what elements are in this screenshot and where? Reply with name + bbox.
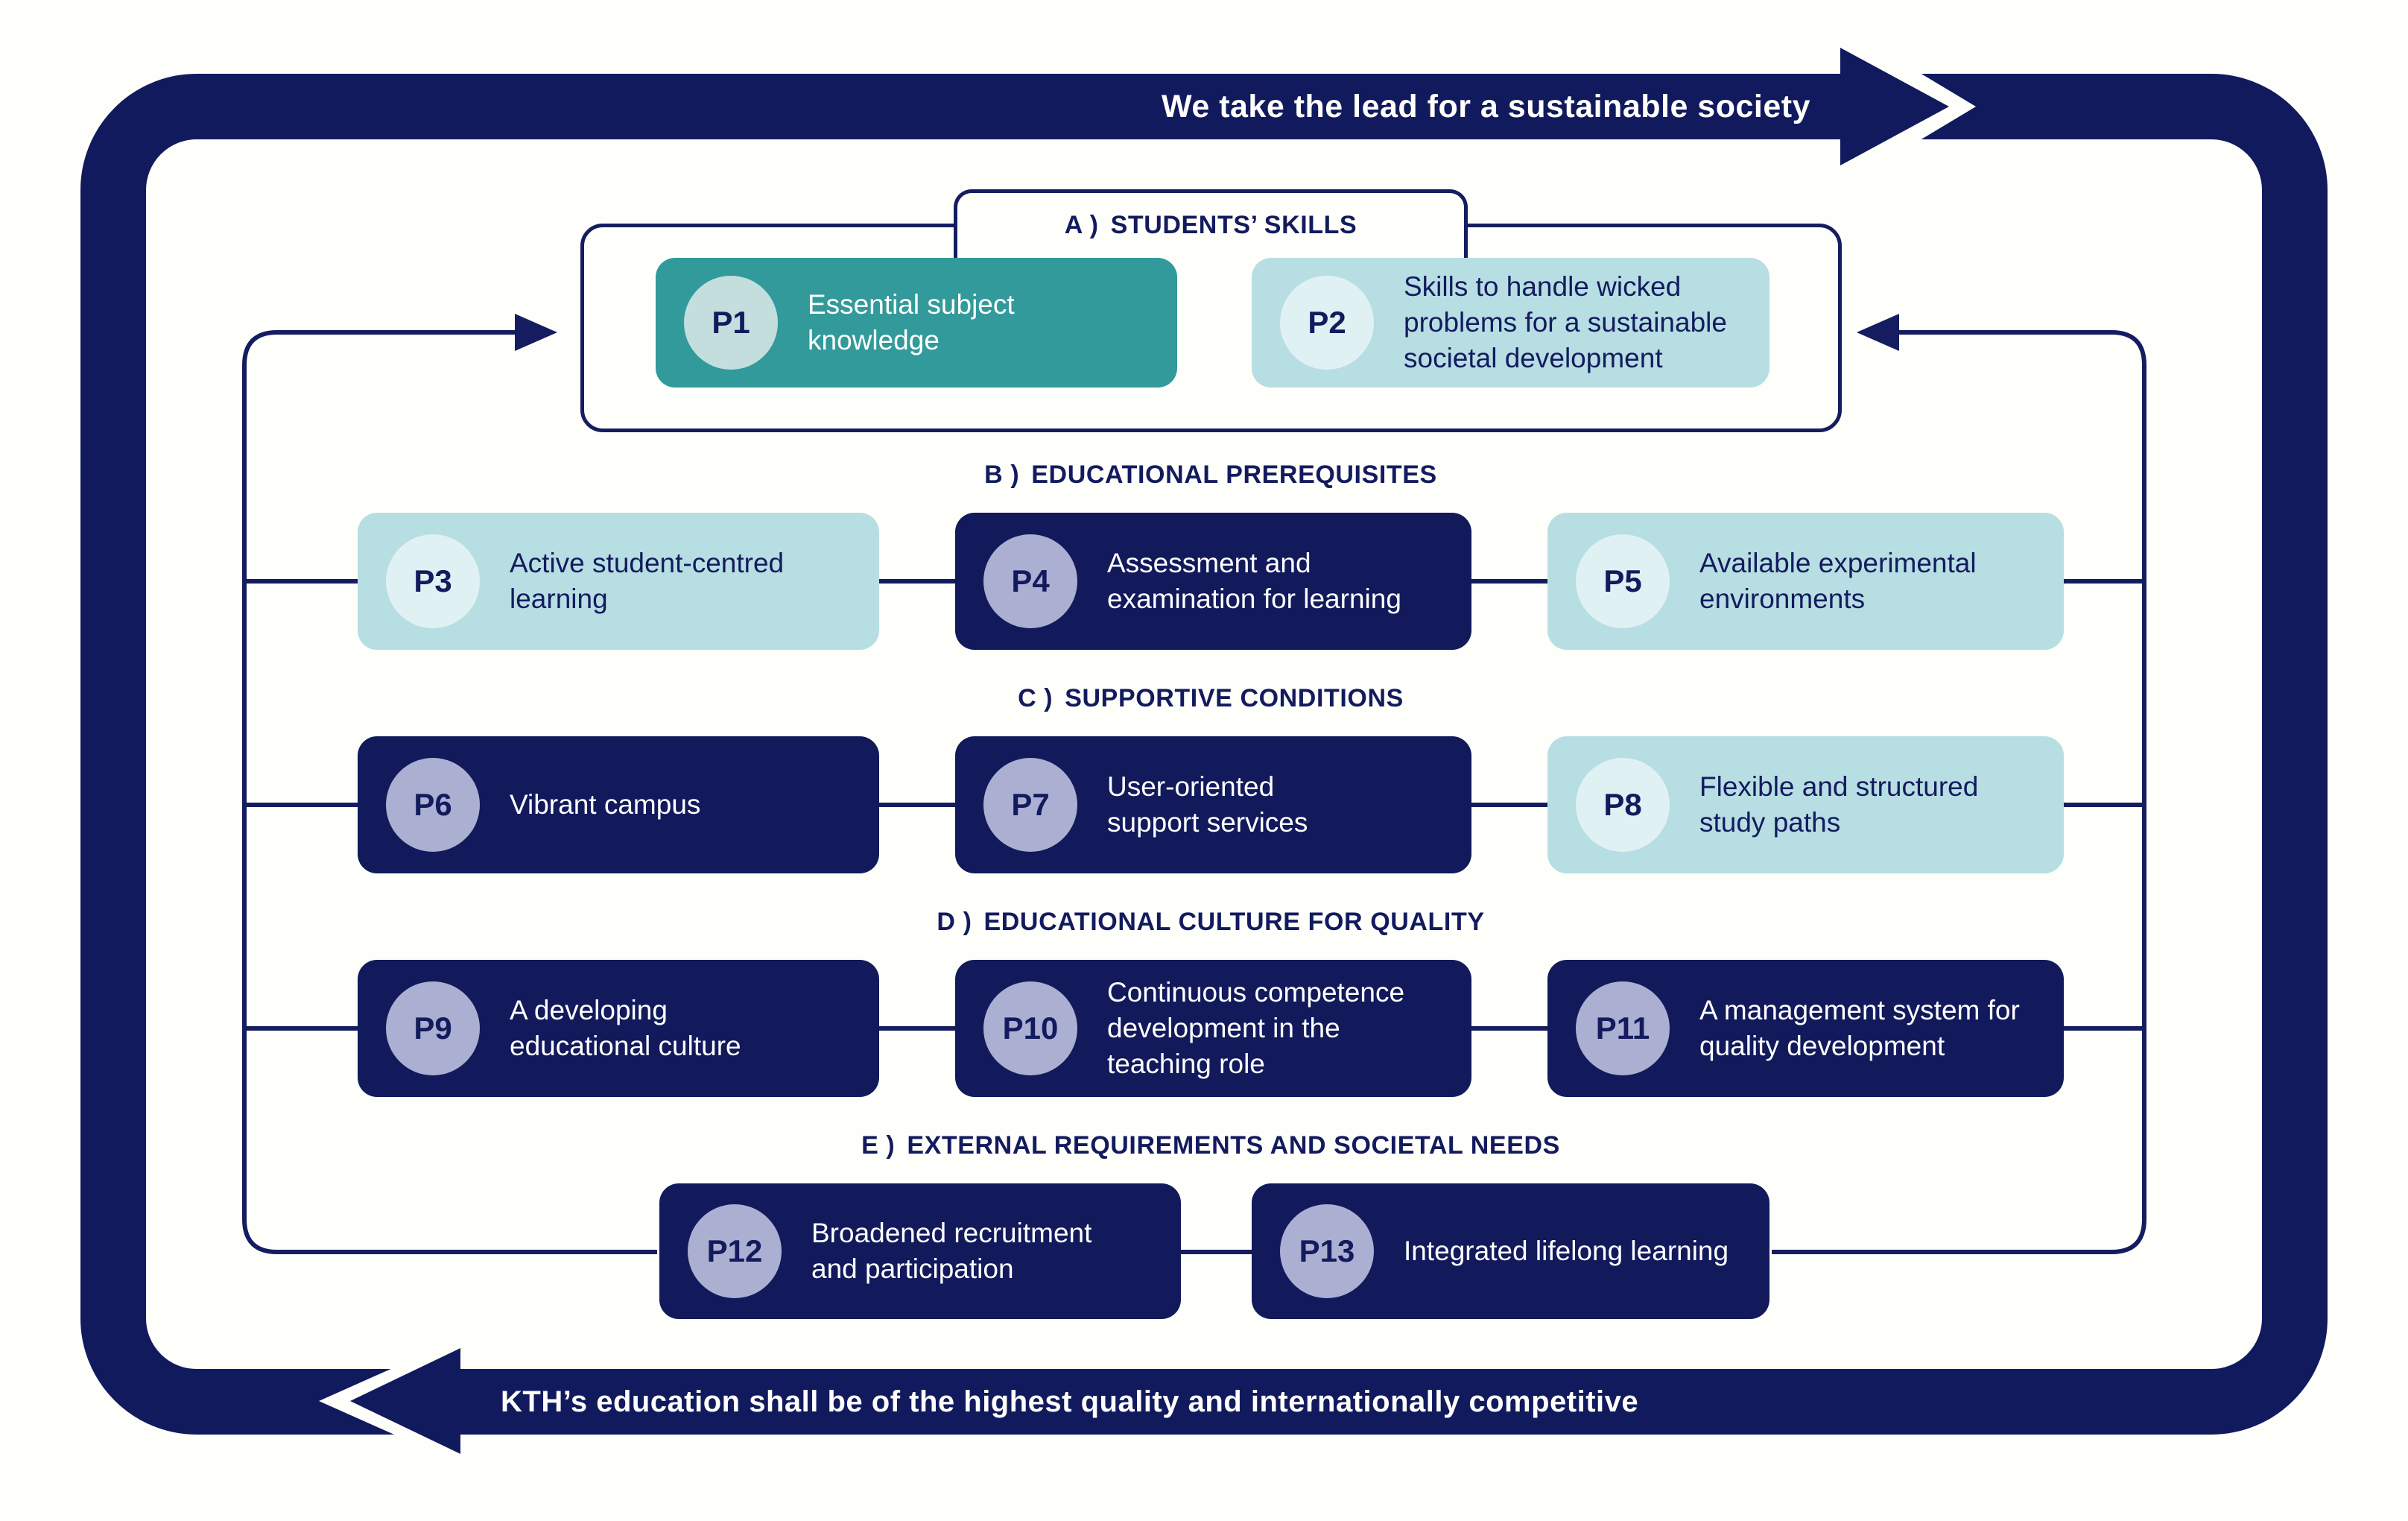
- p2-label: P2: [1308, 305, 1346, 340]
- section-b-prefix: B ): [984, 461, 1020, 489]
- section-e-heading: E ) EXTERNAL REQUIREMENTS AND SOCIETAL NE…: [615, 1131, 1807, 1167]
- connector-arrow-right-icon: [515, 314, 557, 351]
- box-p3: P3 Active student-centred learning: [358, 513, 879, 650]
- top-banner-text: We take the lead for a sustainable socie…: [1162, 89, 1810, 124]
- p3-text: Active student-centred learning: [510, 547, 785, 614]
- box-p8: P8 Flexible and structured study paths: [1547, 736, 2064, 873]
- p2-text: Skills to handle wicked problems for a s…: [1404, 271, 1727, 374]
- p9-text: A developing educational culture: [510, 994, 741, 1061]
- p12-text: Broadened recruitment and participation: [811, 1217, 1092, 1284]
- p10-badge: P10: [983, 981, 1077, 1075]
- p7-badge: P7: [983, 758, 1077, 852]
- section-e-title: EXTERNAL REQUIREMENTS AND SOCIETAL NEEDS: [907, 1131, 1560, 1160]
- p10-text: Continuous competence development in the…: [1107, 976, 1405, 1080]
- p6-label: P6: [414, 787, 452, 822]
- section-c-heading: C ) SUPPORTIVE CONDITIONS: [615, 684, 1807, 720]
- arrow-left-icon: [350, 1348, 460, 1454]
- p1-badge: P1: [684, 276, 778, 370]
- p11-label: P11: [1595, 1011, 1650, 1046]
- p5-text: Available experimental environments: [1699, 547, 1977, 614]
- p3-label: P3: [414, 563, 452, 598]
- box-p9: P9 A developing educational culture: [358, 960, 879, 1097]
- p10-label: P10: [1002, 1011, 1059, 1046]
- p5-badge: P5: [1576, 534, 1670, 628]
- box-p4: P4 Assessment and examination for learni…: [955, 513, 1471, 650]
- section-a-title: STUDENTS’ SKILLS: [1110, 211, 1357, 239]
- bottom-banner-text: KTH’s education shall be of the highest …: [501, 1385, 1639, 1418]
- section-d-title: EDUCATIONAL CULTURE FOR QUALITY: [983, 908, 1485, 936]
- box-p5: P5 Available experimental environments: [1547, 513, 2064, 650]
- p8-text: Flexible and structured study paths: [1699, 771, 1979, 838]
- connector-lines: [242, 330, 2146, 1254]
- loop-border: [80, 74, 2328, 1435]
- arrow-right-icon: [1840, 48, 1949, 165]
- section-e-prefix: E ): [861, 1131, 896, 1160]
- section-c-title: SUPPORTIVE CONDITIONS: [1065, 684, 1404, 712]
- p13-badge: P13: [1280, 1204, 1374, 1298]
- p12-label: P12: [706, 1233, 763, 1268]
- p4-text: Assessment and examination for learning: [1107, 547, 1401, 614]
- box-p2: P2 Skills to handle wicked problems for …: [1252, 258, 1769, 388]
- p2-badge: P2: [1280, 276, 1374, 370]
- p1-label: P1: [712, 305, 750, 340]
- p11-text: A management system for quality developm…: [1699, 994, 2020, 1061]
- p4-badge: P4: [983, 534, 1077, 628]
- p7-text: User-oriented support services: [1107, 771, 1308, 838]
- p12-badge: P12: [688, 1204, 782, 1298]
- p7-label: P7: [1011, 787, 1050, 822]
- section-c-prefix: C ): [1018, 684, 1054, 712]
- box-p11: P11 A management system for quality deve…: [1547, 960, 2064, 1097]
- p1-text: Essential subject knowledge: [808, 288, 1015, 355]
- section-d-heading: D ) EDUCATIONAL CULTURE FOR QUALITY: [615, 908, 1807, 943]
- p6-badge: P6: [386, 758, 480, 852]
- section-b-heading: B ) EDUCATIONAL PREREQUISITES: [615, 461, 1807, 496]
- p11-badge: P11: [1576, 981, 1670, 1075]
- p6-text: Vibrant campus: [510, 788, 701, 820]
- section-a-tab: A ) STUDENTS’ SKILLS: [954, 189, 1468, 258]
- box-p7: P7 User-oriented support services: [955, 736, 1471, 873]
- connector-arrow-left-icon: [1857, 314, 1899, 351]
- box-p10: P10 Continuous competence development in…: [955, 960, 1471, 1097]
- section-b-title: EDUCATIONAL PREREQUISITES: [1031, 461, 1437, 489]
- p5-label: P5: [1603, 563, 1642, 598]
- section-d-prefix: D ): [937, 908, 972, 936]
- section-a-prefix: A ): [1064, 211, 1099, 239]
- box-p12: P12 Broadened recruitment and participat…: [659, 1183, 1181, 1319]
- box-p6: P6 Vibrant campus: [358, 736, 879, 873]
- p9-badge: P9: [386, 981, 480, 1075]
- p8-badge: P8: [1576, 758, 1670, 852]
- p3-badge: P3: [386, 534, 480, 628]
- p8-label: P8: [1603, 787, 1642, 822]
- p4-label: P4: [1011, 563, 1050, 598]
- p13-text: Integrated lifelong learning: [1404, 1235, 1729, 1266]
- box-p1: P1 Essential subject knowledge: [656, 258, 1177, 388]
- p13-label: P13: [1299, 1233, 1355, 1268]
- box-p13: P13 Integrated lifelong learning: [1252, 1183, 1769, 1319]
- p9-label: P9: [414, 1011, 452, 1046]
